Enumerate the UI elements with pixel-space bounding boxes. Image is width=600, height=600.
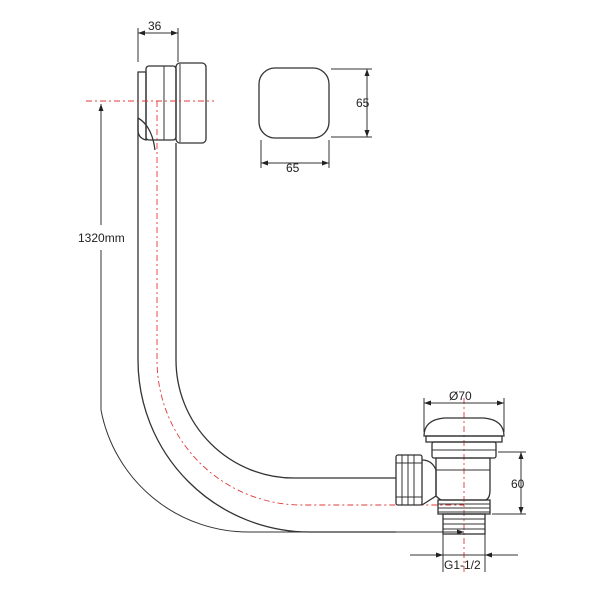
dimension-thread: G1-1/2: [410, 534, 518, 572]
arrow-left: [261, 160, 268, 166]
cap-front-view: [258, 67, 330, 139]
dimension-overflow-width: 36: [137, 19, 179, 62]
overflow-body: [145, 65, 177, 141]
arrow-left: [138, 30, 145, 36]
arrow-top: [98, 104, 104, 111]
pipe-outer-edge: [137, 118, 396, 533]
arrow-top: [518, 452, 524, 459]
pipe-inner-edge: [175, 143, 396, 479]
arrow-end: [457, 529, 464, 535]
thread-label: G1-1/2: [444, 558, 481, 572]
dimension-waste-height: 60: [492, 451, 526, 515]
arrow-right: [497, 400, 504, 406]
arrow-left: [424, 400, 431, 406]
cap-square: [258, 67, 330, 139]
overflow-flange: [137, 71, 147, 141]
dimension-cap-height: 65: [331, 68, 372, 138]
overflow-head: [137, 62, 207, 151]
elbow: [421, 459, 437, 506]
arrow-bottom: [364, 130, 370, 137]
arrow-left: [436, 552, 443, 558]
waste-height-label: 60: [511, 477, 525, 491]
overflow-width-label: 36: [148, 19, 162, 33]
overflow-cap: [175, 62, 207, 144]
cap-height-label: 65: [356, 96, 370, 110]
waste-assembly: [395, 417, 505, 535]
overflow-pipe: [137, 118, 396, 533]
waste-diameter-label: Ø70: [449, 389, 472, 403]
plug-rim: [425, 435, 503, 443]
centerline-pipe: [156, 101, 464, 506]
arrow-right: [322, 160, 329, 166]
dim-line-curve: [100, 409, 464, 533]
overflow-collar: [137, 117, 156, 151]
cap-width-label: 65: [286, 161, 300, 175]
arrow-bottom: [518, 507, 524, 514]
plug-dome: [423, 417, 505, 437]
coupling-nut: [395, 454, 423, 506]
waste-body: [435, 457, 491, 501]
arrow-right: [485, 552, 492, 558]
pipe-length-label: 1320mm: [78, 231, 125, 245]
arrow-top: [364, 69, 370, 76]
arrow-right: [171, 30, 178, 36]
centerlines: [86, 100, 465, 575]
dimension-cap-width: 65: [260, 140, 330, 175]
dimension-pipe-length: 1320mm: [78, 104, 464, 535]
dimension-waste-diameter: Ø70: [423, 389, 505, 432]
